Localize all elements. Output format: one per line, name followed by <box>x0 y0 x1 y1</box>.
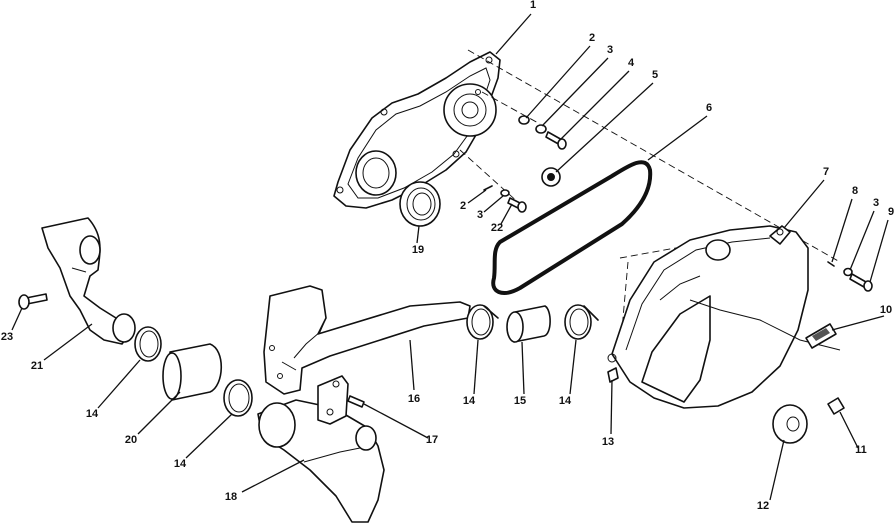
callout-14: 14 <box>86 408 99 420</box>
callout-17: 17 <box>426 434 438 446</box>
screw-23 <box>18 293 48 310</box>
callout-labels: 1234567839101112131415141617181420142123… <box>1 0 894 512</box>
sleeve-15 <box>506 305 551 343</box>
callout-9: 9 <box>888 206 894 218</box>
callout-6: 6 <box>706 102 712 114</box>
outer-cover-7 <box>607 225 841 409</box>
seal-19 <box>399 181 441 227</box>
clamp-14-lower-a <box>134 326 162 362</box>
callout-3: 3 <box>873 197 879 209</box>
callout-1: 1 <box>530 0 536 11</box>
clamp-14-right <box>564 304 599 340</box>
spacer-5 <box>541 167 561 187</box>
intake-elbow-21 <box>41 217 136 345</box>
alignment-line <box>459 149 521 205</box>
clamp-14-lower-b <box>223 379 253 417</box>
clamp-14-mid <box>466 304 499 340</box>
callout-2: 2 <box>460 200 466 212</box>
washer-12 <box>772 404 808 444</box>
callout-14: 14 <box>559 395 572 407</box>
callout-8: 8 <box>852 185 858 197</box>
bolt-4 <box>545 131 567 150</box>
decal-10 <box>805 323 837 349</box>
intake-housing-18 <box>257 399 385 523</box>
leader-lines <box>11 13 889 501</box>
callout-15: 15 <box>514 395 526 407</box>
gasket-11 <box>827 397 845 415</box>
bolt-22 <box>507 197 527 213</box>
callout-18: 18 <box>225 491 237 503</box>
alignment-line <box>619 261 629 353</box>
callout-13: 13 <box>602 436 614 448</box>
lockwasher-3-lower <box>500 189 510 197</box>
duct-16 <box>263 285 471 395</box>
callout-14: 14 <box>463 395 476 407</box>
hose-20 <box>162 343 222 401</box>
inner-cover-plate <box>333 51 501 209</box>
bolt-9 <box>849 273 873 292</box>
callout-14: 14 <box>174 458 187 470</box>
callout-10: 10 <box>880 304 892 316</box>
lockwasher-3 <box>535 124 547 134</box>
callout-23: 23 <box>1 331 13 343</box>
fastener-13 <box>607 367 619 383</box>
screw-17 <box>347 395 365 408</box>
washer-2-lower <box>483 185 493 191</box>
bracket <box>317 375 349 425</box>
callout-21: 21 <box>31 360 43 372</box>
callout-5: 5 <box>652 69 658 81</box>
callout-7: 7 <box>823 166 829 178</box>
washer-8 <box>827 261 835 267</box>
callout-22: 22 <box>491 222 503 234</box>
callout-2: 2 <box>589 32 595 44</box>
drive-belt-6 <box>491 160 653 295</box>
alignment-line <box>481 91 541 125</box>
callout-11: 11 <box>855 444 867 456</box>
callout-4: 4 <box>628 57 635 69</box>
callout-12: 12 <box>757 500 769 512</box>
callout-20: 20 <box>125 434 137 446</box>
callout-3: 3 <box>477 209 483 221</box>
callout-16: 16 <box>408 393 420 405</box>
alignment-line <box>619 239 721 259</box>
callout-19: 19 <box>412 244 424 256</box>
callout-3: 3 <box>607 44 613 56</box>
lockwasher-3-right <box>843 267 853 277</box>
